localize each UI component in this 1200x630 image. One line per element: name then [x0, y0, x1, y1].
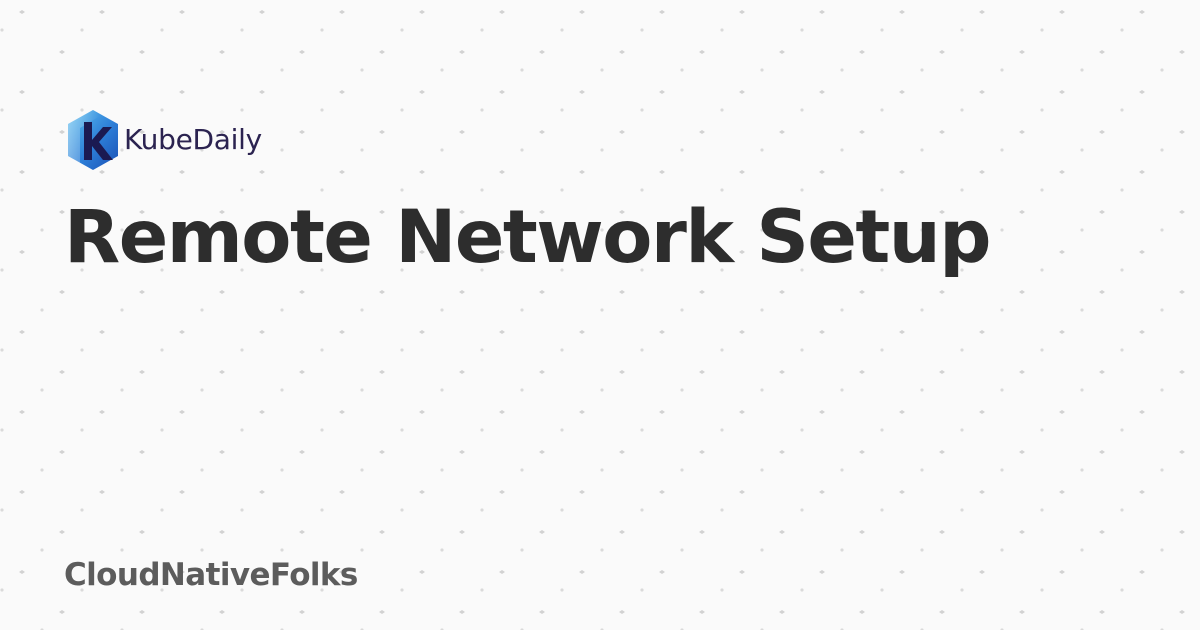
brand-logo[interactable]: KubeDaily — [64, 108, 262, 172]
brand-name: KubeDaily — [124, 122, 262, 156]
kubedaily-hexagon-k-icon — [68, 110, 118, 170]
post-title: Remote Network Setup — [64, 195, 992, 280]
author-name[interactable]: CloudNativeFolks — [64, 557, 358, 593]
